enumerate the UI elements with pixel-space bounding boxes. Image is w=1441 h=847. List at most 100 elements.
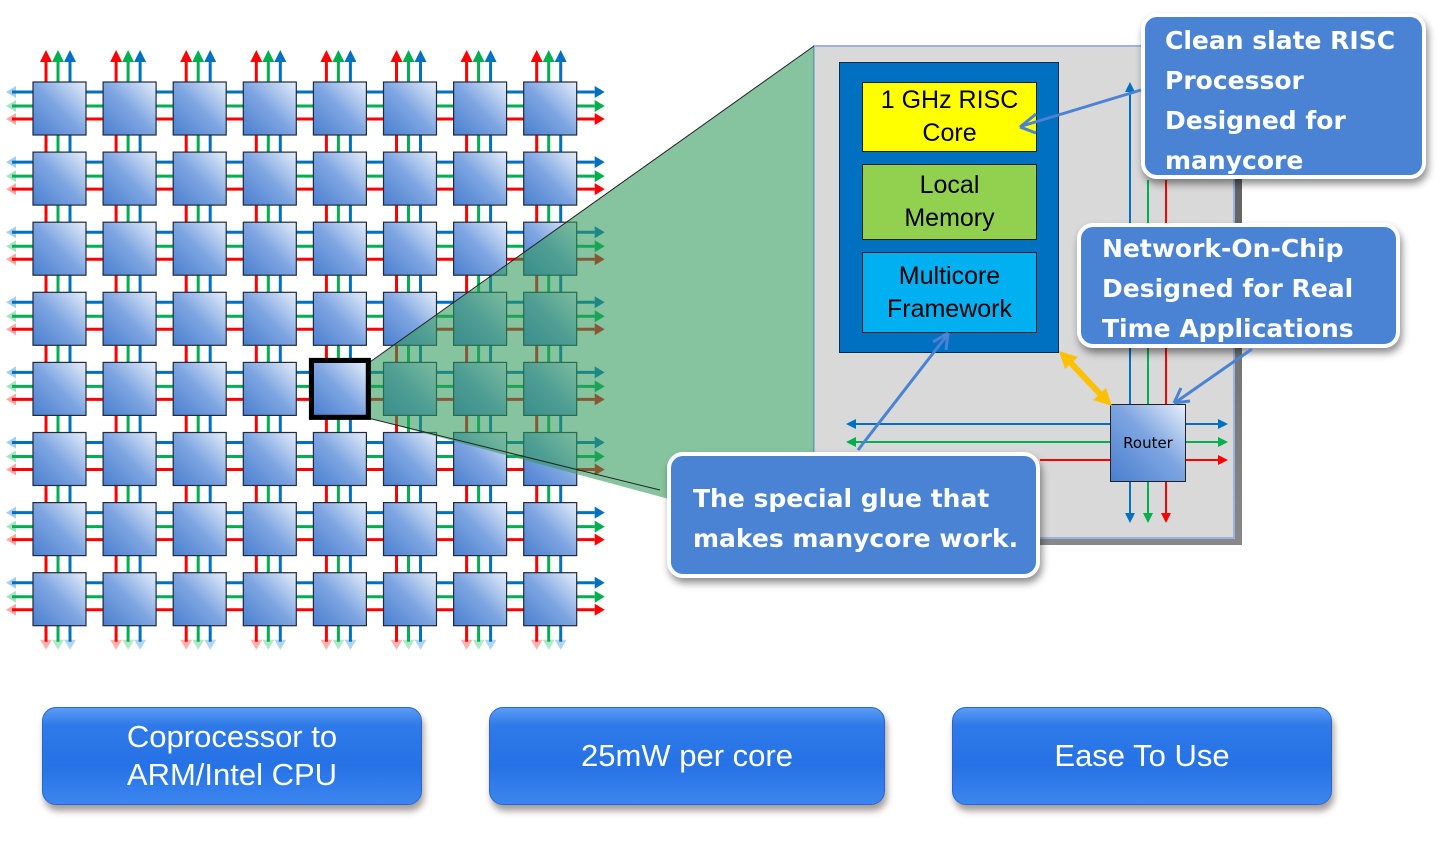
core-tile <box>242 572 297 627</box>
east-arrow-icon <box>1218 455 1228 465</box>
core-tile <box>242 151 297 206</box>
core-tile <box>32 291 87 346</box>
east-arrow-icon <box>594 183 605 196</box>
core-tile <box>242 221 297 276</box>
core-tile <box>312 221 367 276</box>
feature-coprocessor-button[interactable]: Coprocessor to ARM/Intel CPU <box>42 707 422 805</box>
core-tile <box>382 502 438 557</box>
west-arrow-icon <box>6 450 16 463</box>
core-tile <box>453 151 508 206</box>
core-tile <box>32 361 87 416</box>
callout-special-glue: The special glue that makes manycore wor… <box>667 452 1040 578</box>
east-arrow-icon <box>594 170 605 183</box>
local-memory-block: Local Memory <box>862 164 1037 240</box>
south-arrow-icon <box>134 639 147 650</box>
core-tile <box>172 81 227 136</box>
multicore-framework-label-line2: Framework <box>886 294 1012 323</box>
north-arrow-icon <box>484 50 497 62</box>
south-arrow-icon <box>192 639 205 650</box>
callout-risc-line4: manycore <box>1165 146 1304 175</box>
core-tile <box>523 151 578 206</box>
south-arrow-icon <box>1143 513 1153 523</box>
west-arrow-icon <box>6 183 16 196</box>
core-tile <box>32 572 87 627</box>
west-arrow-icon <box>6 506 16 519</box>
south-arrow-icon <box>110 639 123 650</box>
callout-risc-line1: Clean slate RISC <box>1165 26 1396 55</box>
callout-risc-line3: Designed for <box>1165 106 1346 135</box>
core-tile <box>242 291 297 346</box>
south-arrow-icon <box>64 639 76 650</box>
east-arrow-icon <box>594 156 605 169</box>
core-tile <box>382 431 438 487</box>
east-arrow-icon <box>594 100 605 112</box>
south-arrow-icon <box>52 639 64 650</box>
west-arrow-icon <box>6 86 16 98</box>
north-arrow-icon <box>122 50 135 62</box>
core-tile <box>242 361 297 416</box>
east-arrow-icon <box>1218 419 1228 429</box>
core-tile <box>523 81 578 136</box>
core-tile <box>382 221 438 276</box>
north-arrow-icon <box>344 50 357 62</box>
core-tile <box>242 502 297 557</box>
core-tile <box>102 572 157 627</box>
risc-core-label-line1: 1 GHz RISC <box>880 86 1019 114</box>
north-arrow-icon <box>134 50 147 62</box>
west-arrow-icon <box>6 296 16 309</box>
core-tile <box>312 291 367 346</box>
west-arrow-icon <box>846 437 856 447</box>
south-arrow-icon <box>250 639 263 650</box>
core-tile <box>382 151 438 206</box>
south-arrow-icon <box>1161 513 1171 523</box>
south-arrow-icon <box>472 639 485 650</box>
core-tile <box>102 151 157 206</box>
west-arrow-icon <box>6 253 16 266</box>
east-arrow-icon <box>594 520 605 533</box>
west-arrow-icon <box>6 366 16 379</box>
south-arrow-icon <box>460 639 473 650</box>
north-arrow-icon <box>262 50 275 62</box>
north-arrow-icon <box>64 50 76 62</box>
south-arrow-icon <box>542 639 555 650</box>
east-arrow-icon <box>594 86 605 98</box>
west-arrow-icon <box>6 520 16 533</box>
router-block: Router <box>1110 404 1186 482</box>
north-arrow-icon <box>402 50 415 62</box>
south-arrow-icon <box>180 639 193 650</box>
east-arrow-icon <box>594 603 605 616</box>
core-tile <box>172 361 227 416</box>
west-arrow-icon <box>6 170 16 183</box>
core-tile <box>312 431 367 487</box>
risc-core-block: 1 GHz RISC Core <box>862 82 1037 152</box>
west-arrow-icon <box>6 463 16 476</box>
core-tile <box>32 221 87 276</box>
core-tile <box>312 361 367 416</box>
core-tile <box>453 81 508 136</box>
core-tile <box>32 81 87 136</box>
zoom-wedge <box>369 46 814 538</box>
north-arrow-icon <box>192 50 205 62</box>
east-arrow-icon <box>594 576 605 589</box>
feature-ease-of-use-button[interactable]: Ease To Use <box>952 707 1332 805</box>
north-arrow-icon <box>274 50 287 62</box>
north-arrow-icon <box>542 50 555 62</box>
core-tile <box>102 502 157 557</box>
south-arrow-icon <box>1125 513 1135 523</box>
core-tile <box>312 151 367 206</box>
feature-power-button[interactable]: 25mW per core <box>489 707 885 805</box>
callout-glue-line2: makes manycore work. <box>693 524 1019 553</box>
south-arrow-icon <box>274 639 287 650</box>
core-tile <box>523 572 578 627</box>
core-tile <box>172 151 227 206</box>
west-arrow-icon <box>846 419 856 429</box>
south-arrow-icon <box>204 639 217 650</box>
core-tile <box>312 502 367 557</box>
north-arrow-icon <box>530 50 543 62</box>
core-tile <box>102 291 157 346</box>
zoom-wedge-edge <box>369 45 815 363</box>
east-arrow-icon <box>594 533 605 546</box>
core-tile <box>102 431 157 487</box>
north-arrow-icon <box>204 50 217 62</box>
core-tile <box>523 502 578 557</box>
